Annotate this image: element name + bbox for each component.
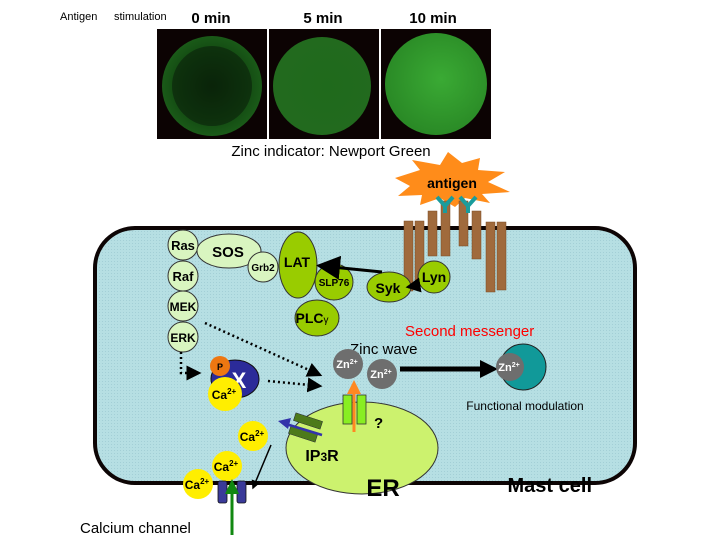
zinc-channel-left [342,394,353,425]
calcium-ion-1 [238,421,268,451]
slp76-label: SLP76 [319,278,350,289]
ip3r-label: IP3R [305,448,339,465]
grb2-label: Grb2 [251,263,275,274]
arrow-calcium-channel [251,444,272,490]
phospho-label: P [217,362,223,372]
mapk-chain: Ras Raf MEK ERK [167,229,199,353]
sos-node [196,233,262,269]
arrow-zinc-target-head [480,360,498,378]
zinc-ion-2-label: Zn2+ [370,369,391,381]
calcium-channel-label: Calcium channel [80,520,191,537]
plcg-label: PLCγ [296,310,329,326]
time-label-0: 0 min [191,10,230,27]
calcium-channel-right [236,480,247,504]
phospho-node [210,356,230,376]
unknown-channel-mark: ? [374,415,383,432]
x-calcium-ion [208,377,242,411]
syk-label: Syk [376,280,401,296]
antibody-icon-2 [458,195,478,213]
plcg-node [294,299,340,337]
zinc-channel-right [356,394,367,425]
micrograph-5min [269,29,379,139]
functional-modulation-label: Functional modulation [466,399,583,413]
calcium-ion-3 [183,469,213,499]
time-label-2: 10 min [409,10,457,27]
micrograph-0min [157,29,267,139]
er-label: ER [366,475,399,502]
lat-label: LAT [284,254,311,270]
calcium-ion-3-label: Ca2+ [185,477,210,492]
mek-label: MEK [170,300,197,314]
ras-label: Ras [171,238,195,253]
raf-label: Raf [173,269,195,284]
arrow-ip3r-release [285,422,323,437]
second-messenger-label: Second messenger [405,323,534,340]
stimulation-label: stimulation [114,11,167,23]
arrow-lyn-syk [405,277,422,293]
calcium-ion-2 [212,451,242,481]
arrow-calcium-influx-head [225,479,239,494]
sos-label: SOS [212,244,244,261]
micrograph-10min [381,29,491,139]
arrow-syk-lat [316,255,383,280]
antibody-icon-1 [435,195,455,213]
arrow-x-zinc [267,377,323,393]
time-label-1: 5 min [303,10,342,27]
antigen-burst [395,152,510,207]
antigen-label-burst: antigen [427,175,477,191]
lyn-label: Lyn [422,269,446,285]
calcium-ion-1-label: Ca2+ [240,429,265,444]
erk-label: ERK [170,331,196,345]
zinc-ion-2 [367,359,397,389]
antigen-label: Antigen [60,11,97,23]
lyn-node [417,260,451,294]
x-calcium-label: Ca2+ [212,387,237,402]
grb2-node [247,251,279,283]
arrow-erk-zinc [204,321,323,377]
zinc-ion-1-label: Zn2+ [336,359,357,371]
arrow-ip3r-release-head [278,418,291,429]
arrow-erk-x [179,352,202,381]
calcium-channel-left [217,480,228,504]
zinc-wave-label: Zinc wave [350,341,418,358]
calcium-ion-2-label: Ca2+ [214,459,239,474]
zinc-ion-1 [333,349,363,379]
mast-cell-label: Mast cell [508,475,592,497]
target-zinc-label: Zn2+ [498,362,519,374]
caption: Zinc indicator: Newport Green [231,143,430,160]
target-zinc-ion [496,353,524,381]
arrow-zinc-release-head [347,380,361,394]
